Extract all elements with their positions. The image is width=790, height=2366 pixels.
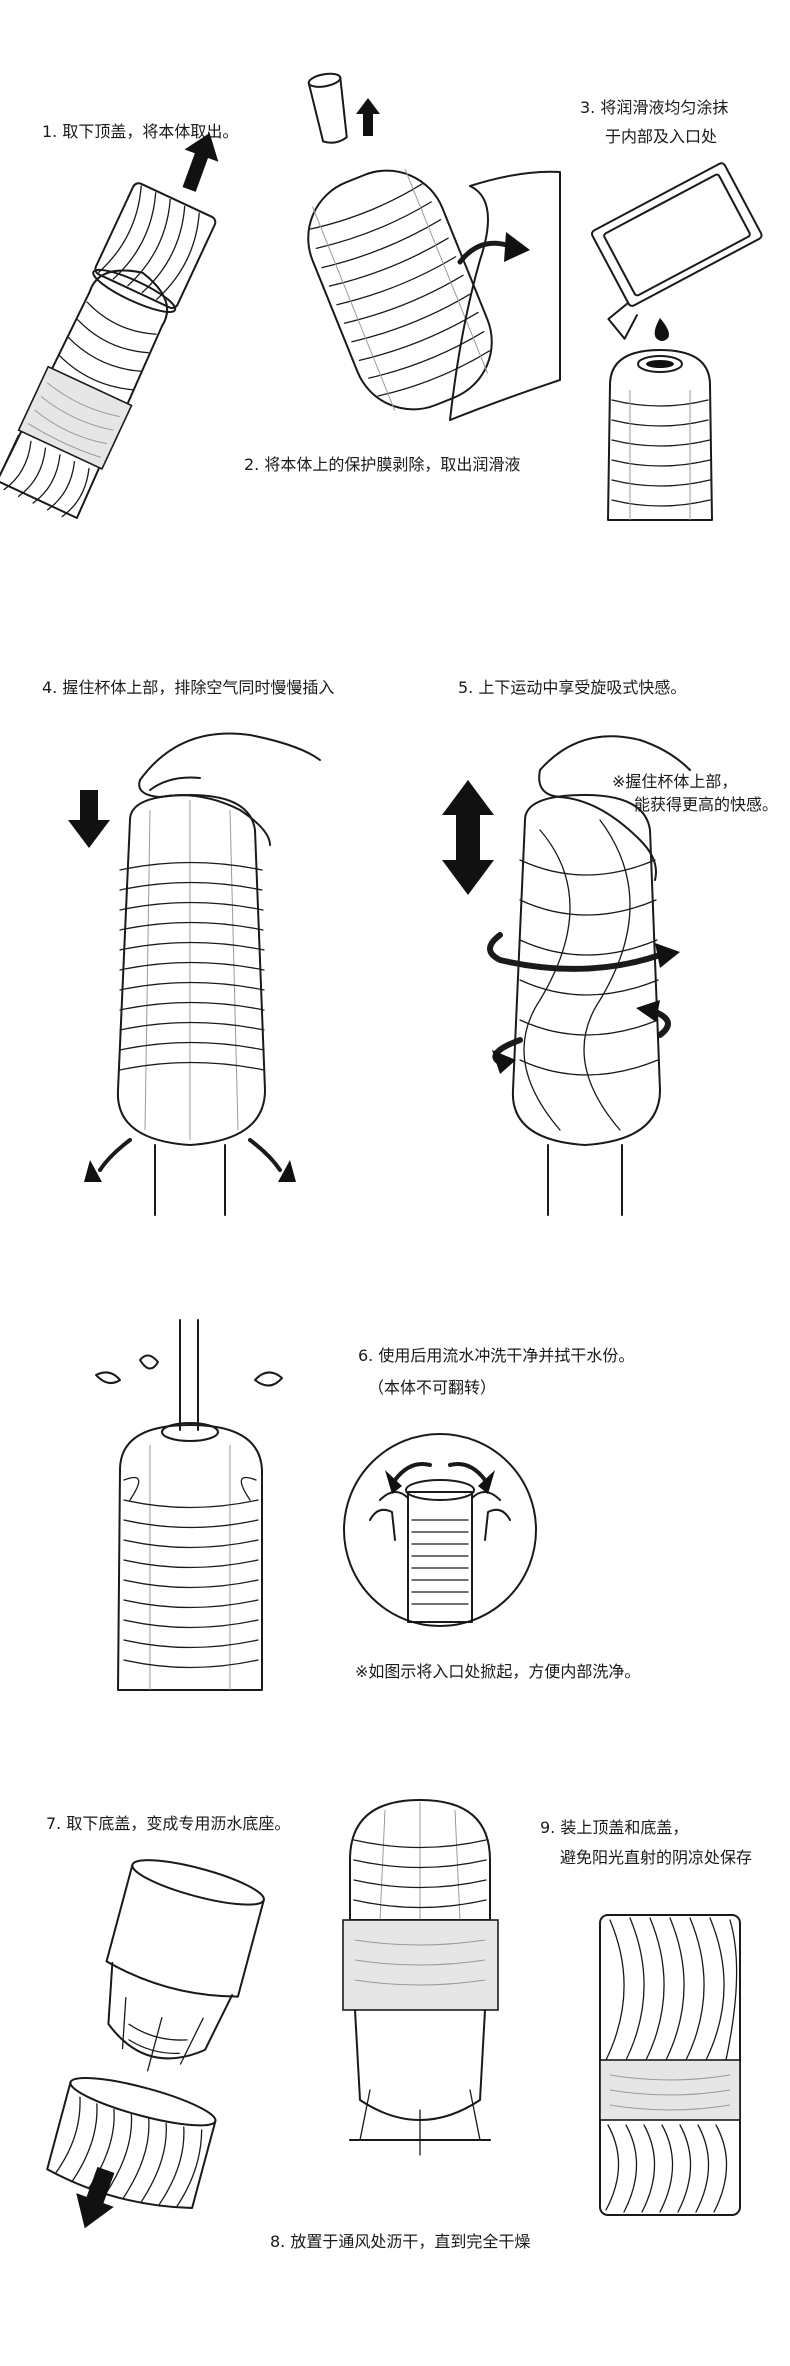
step-5-illustration — [442, 735, 691, 1216]
step-5-caption: 5. 上下运动中享受旋吸式快感。 — [458, 678, 687, 697]
step-6-caption-line2: （本体不可翻转） — [368, 1378, 497, 1397]
step-8-illustration — [342, 1799, 499, 2156]
step-4-caption: 4. 握住杯体上部，排除空气同时慢慢插入 — [42, 678, 335, 697]
step-5-note-line1: ※握住杯体上部， — [612, 772, 738, 791]
step-6-illustration — [95, 1319, 537, 1691]
step-3-illustration — [590, 162, 763, 521]
step-1-caption: 1. 取下顶盖，将本体取出。 — [42, 122, 239, 141]
step-9-caption-line2: 避免阳光直射的阴凉处保存 — [560, 1848, 753, 1867]
step-4-illustration — [68, 732, 321, 1216]
step-3-caption-line2: 于内部及入口处 — [605, 127, 718, 146]
step-6-note: ※如图示将入口处掀起，方便内部洗净。 — [355, 1662, 641, 1681]
step-5-note-line2: 能获得更高的快感。 — [634, 795, 779, 814]
step-7-illustration — [46, 1859, 265, 2229]
step-9-illustration — [599, 1914, 741, 2216]
step-8-caption: 8. 放置于通风处沥干，直到完全干燥 — [270, 2232, 531, 2251]
step-1-illustration — [0, 133, 219, 519]
step-2-caption: 2. 将本体上的保护膜剥除，取出润滑液 — [244, 455, 521, 474]
step-7-caption: 7. 取下底盖，变成专用沥水底座。 — [46, 1814, 291, 1833]
step-6-caption-line1: 6. 使用后用流水冲洗干净并拭干水份。 — [358, 1346, 635, 1365]
step-9-caption-line1: 9. 装上顶盖和底盖， — [540, 1818, 689, 1837]
step-3-caption-line1: 3. 将润滑液均匀涂抹 — [580, 98, 729, 117]
step-2-illustration — [307, 72, 561, 421]
